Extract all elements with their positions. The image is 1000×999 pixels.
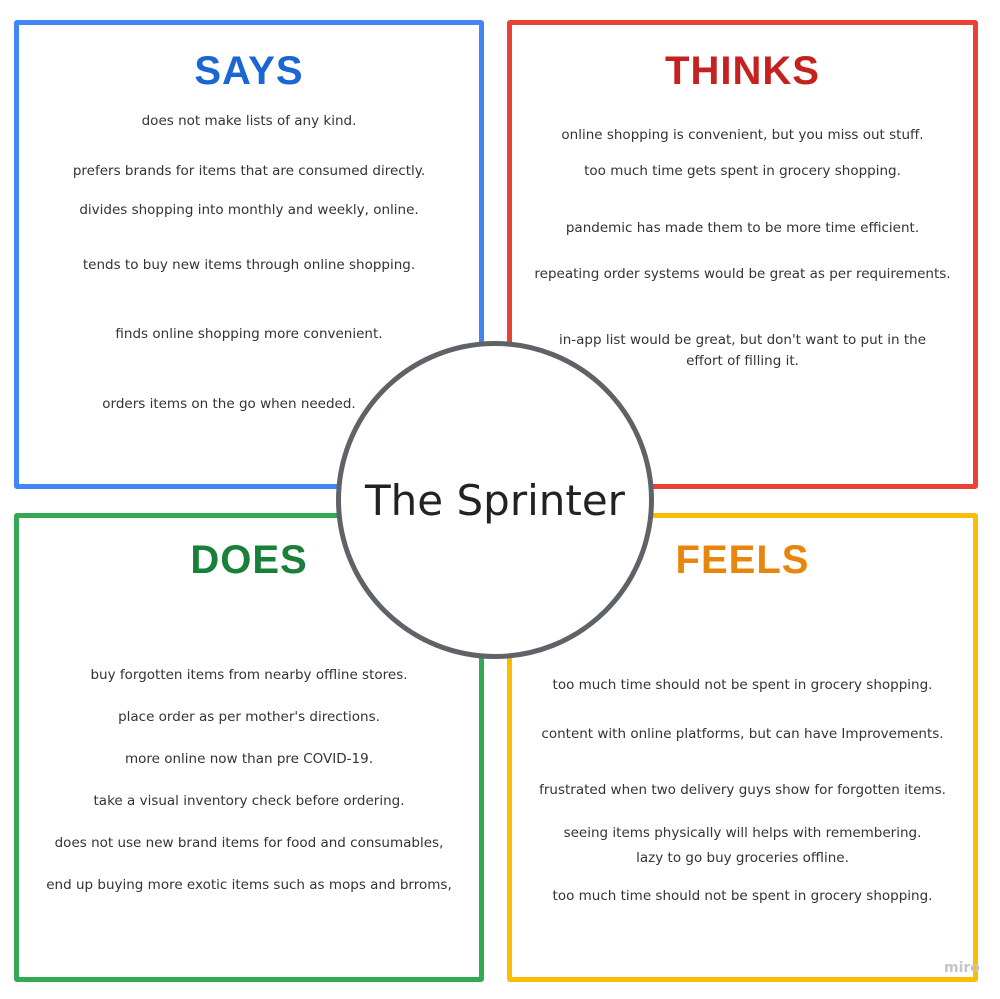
feels-item: lazy to go buy groceries offline. <box>636 850 849 866</box>
says-quadrant: SAYS does not make lists of any kind. pr… <box>14 20 484 489</box>
says-item: prefers brands for items that are consum… <box>72 163 426 179</box>
thinks-item: too much time gets spent in grocery shop… <box>584 163 901 179</box>
does-item: place order as per mother's directions. <box>118 709 380 725</box>
thinks-item: repeating order systems would be great a… <box>534 266 951 282</box>
does-item: does not use new brand items for food an… <box>54 835 444 851</box>
says-item: finds online shopping more convenient. <box>115 326 383 342</box>
thinks-item: pandemic has made them to be more time e… <box>565 220 920 236</box>
feels-quadrant: FEELS too much time should not be spent … <box>507 513 978 982</box>
does-quadrant: DOES buy forgotten items from nearby off… <box>14 513 484 982</box>
does-title: DOES <box>190 538 308 582</box>
feels-item: frustrated when two delivery guys show f… <box>539 782 946 798</box>
persona-circle: The Sprinter <box>336 341 654 659</box>
thinks-title: THINKS <box>665 49 820 93</box>
says-item: tends to buy new items through online sh… <box>82 257 416 273</box>
does-item: end up buying more exotic items such as … <box>46 877 452 893</box>
says-item: does not make lists of any kind. <box>141 113 357 129</box>
thinks-item: in-app list would be great, but don't wa… <box>558 332 927 369</box>
feels-item: too much time should not be spent in gro… <box>552 888 933 904</box>
feels-title: FEELS <box>675 538 810 582</box>
thinks-item: online shopping is convenient, but you m… <box>561 127 924 143</box>
does-item: more online now than pre COVID-19. <box>124 751 374 767</box>
thinks-quadrant: THINKS online shopping is convenient, bu… <box>507 20 978 489</box>
feels-item: content with online platforms, but can h… <box>541 726 944 742</box>
does-item: buy forgotten items from nearby offline … <box>90 667 408 683</box>
persona-name: The Sprinter <box>365 475 625 525</box>
says-item: orders items on the go when needed. <box>102 396 356 412</box>
says-item: divides shopping into monthly and weekly… <box>79 202 419 218</box>
feels-item: too much time should not be spent in gro… <box>552 677 933 693</box>
does-item: take a visual inventory check before ord… <box>93 793 405 809</box>
miro-watermark: miro <box>944 960 980 976</box>
feels-item: seeing items physically will helps with … <box>563 825 922 841</box>
says-title: SAYS <box>194 49 304 93</box>
